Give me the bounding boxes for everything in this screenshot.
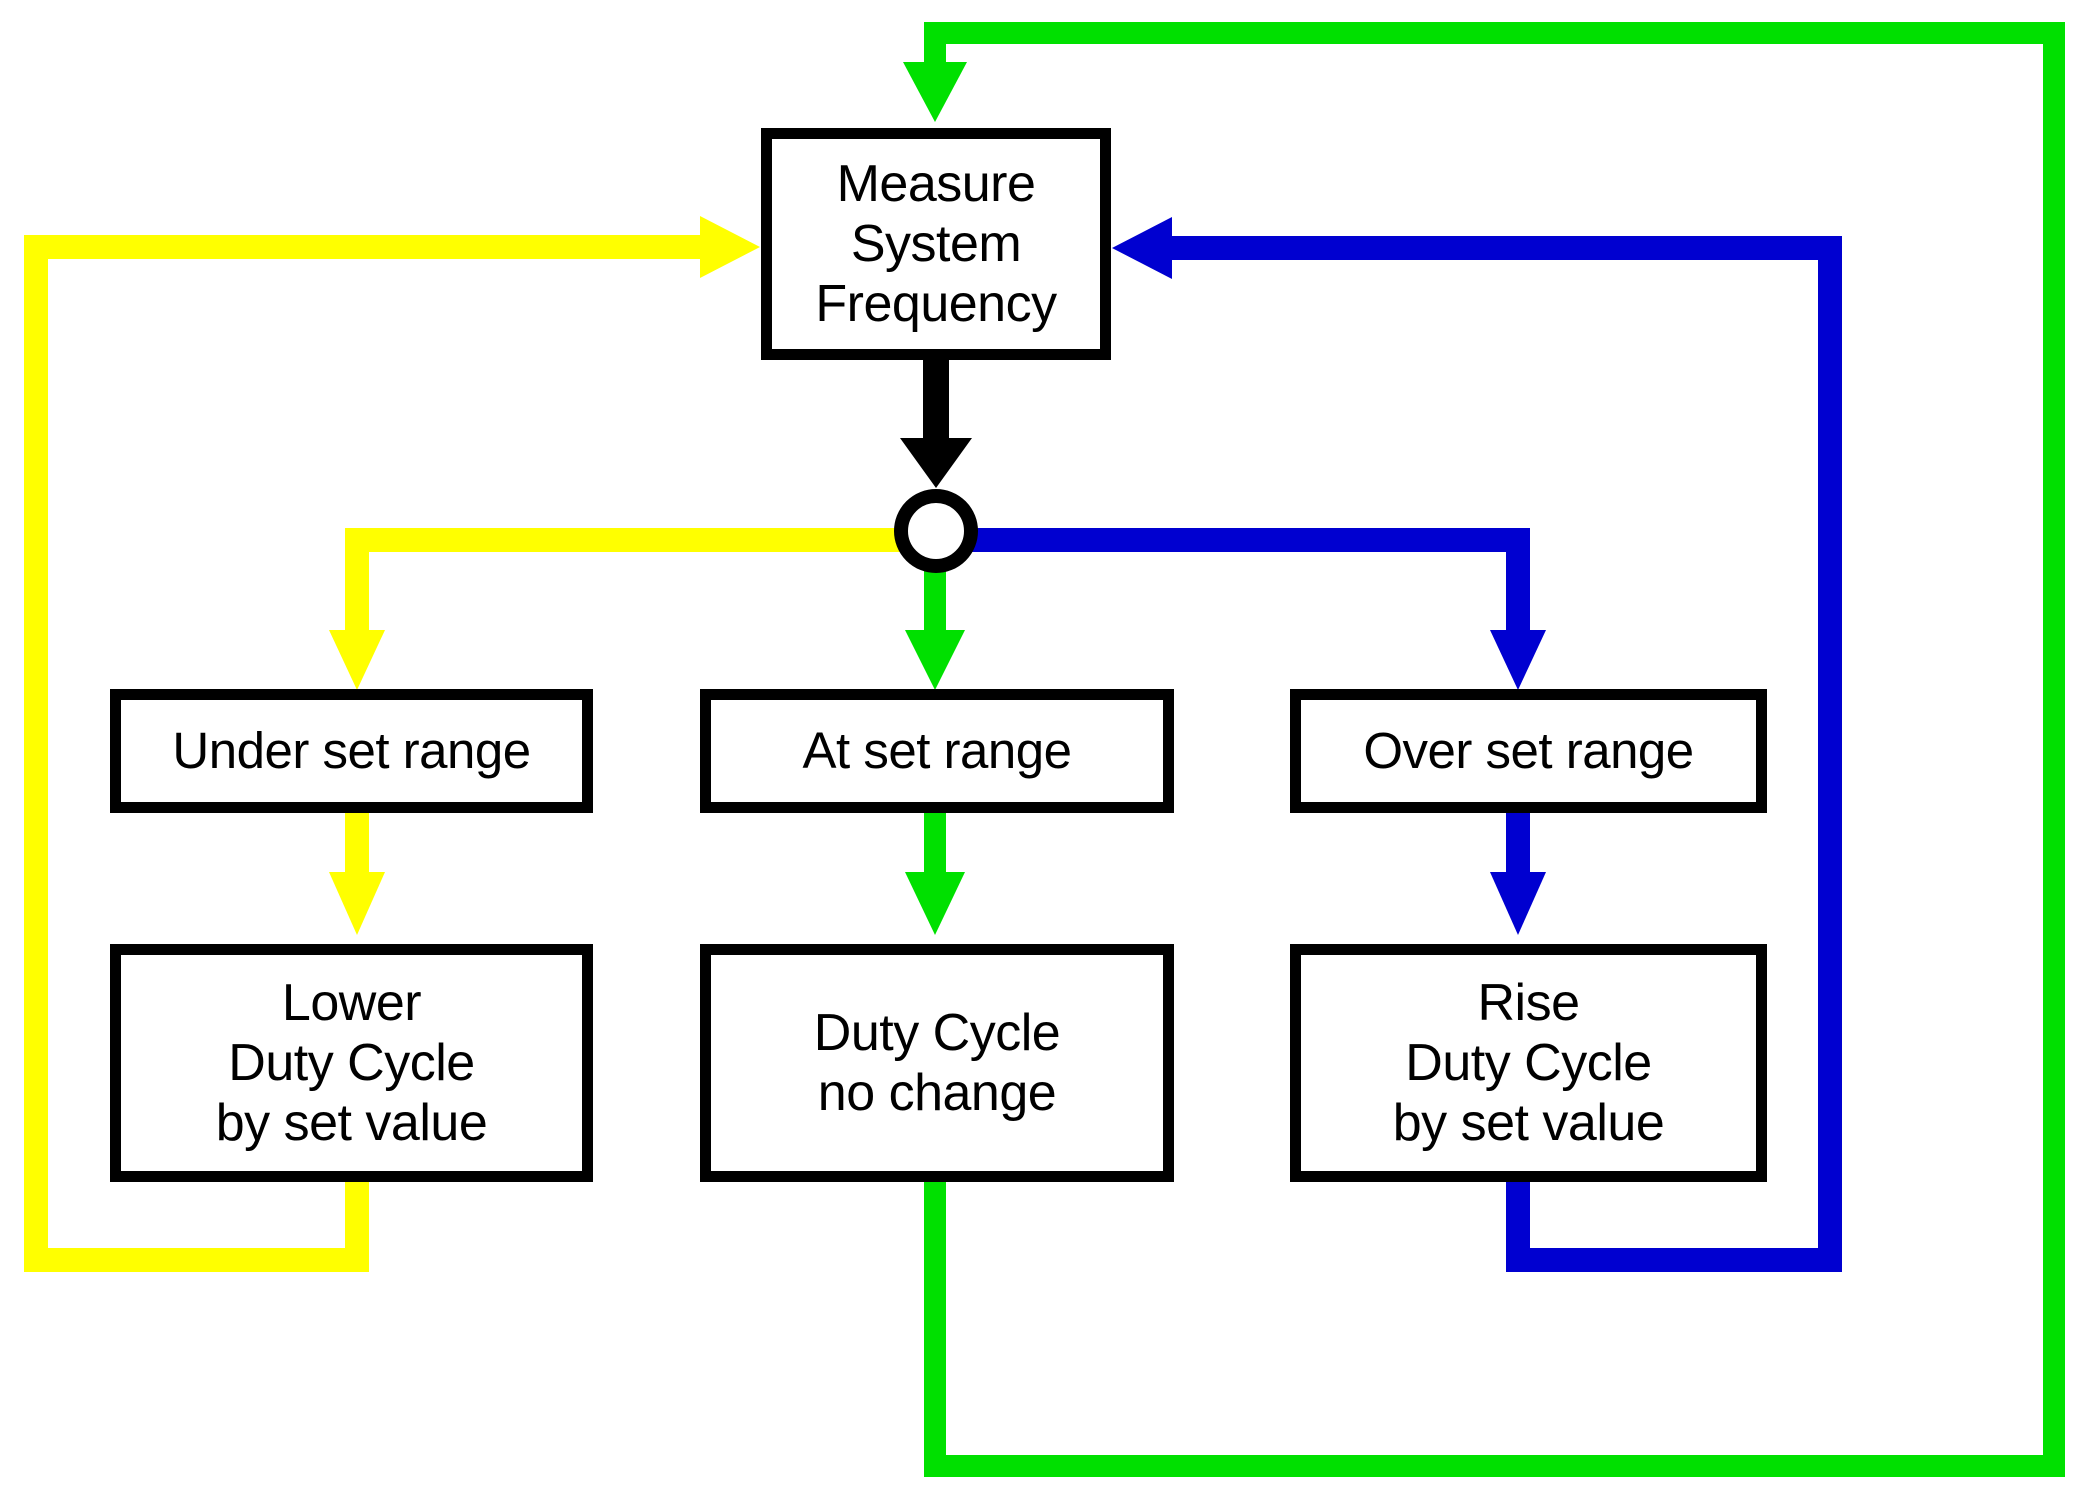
node-at-set-range[interactable]: At set range (700, 689, 1174, 813)
junction-circle (894, 489, 978, 573)
node-under-set-range-label: Under set range (172, 722, 531, 780)
node-duty-cycle-no-change[interactable]: Duty Cycle no change (700, 944, 1174, 1182)
edge-junction-to-under-range-yellow (329, 528, 945, 690)
edge-rise-duty-feedback-blue (1112, 217, 1842, 1272)
node-rise-duty-cycle-label: Rise Duty Cycle by set value (1392, 973, 1665, 1153)
node-lower-duty-cycle[interactable]: Lower Duty Cycle by set value (110, 944, 593, 1182)
node-over-set-range-label: Over set range (1363, 722, 1694, 780)
edge-over-range-to-rise-duty-blue (1490, 813, 1546, 935)
node-over-set-range[interactable]: Over set range (1290, 689, 1767, 813)
edge-no-change-feedback-green (903, 22, 2065, 1477)
node-under-set-range[interactable]: Under set range (110, 689, 593, 813)
node-measure-label: Measure System Frequency (815, 154, 1057, 334)
node-rise-duty-cycle[interactable]: Rise Duty Cycle by set value (1290, 944, 1767, 1182)
edge-lower-duty-feedback-yellow (24, 216, 760, 1272)
node-duty-cycle-no-change-label: Duty Cycle no change (813, 1003, 1061, 1122)
edge-under-range-to-lower-duty-yellow (329, 813, 385, 935)
edge-junction-to-over-range-blue (930, 528, 1546, 690)
node-at-set-range-label: At set range (802, 722, 1073, 780)
node-lower-duty-cycle-label: Lower Duty Cycle by set value (215, 973, 488, 1153)
edge-measure-to-junction-black (900, 360, 972, 488)
edge-at-range-to-no-change-green (905, 813, 965, 935)
edge-junction-to-at-range-green (905, 560, 965, 690)
node-measure-system-frequency[interactable]: Measure System Frequency (761, 128, 1111, 360)
